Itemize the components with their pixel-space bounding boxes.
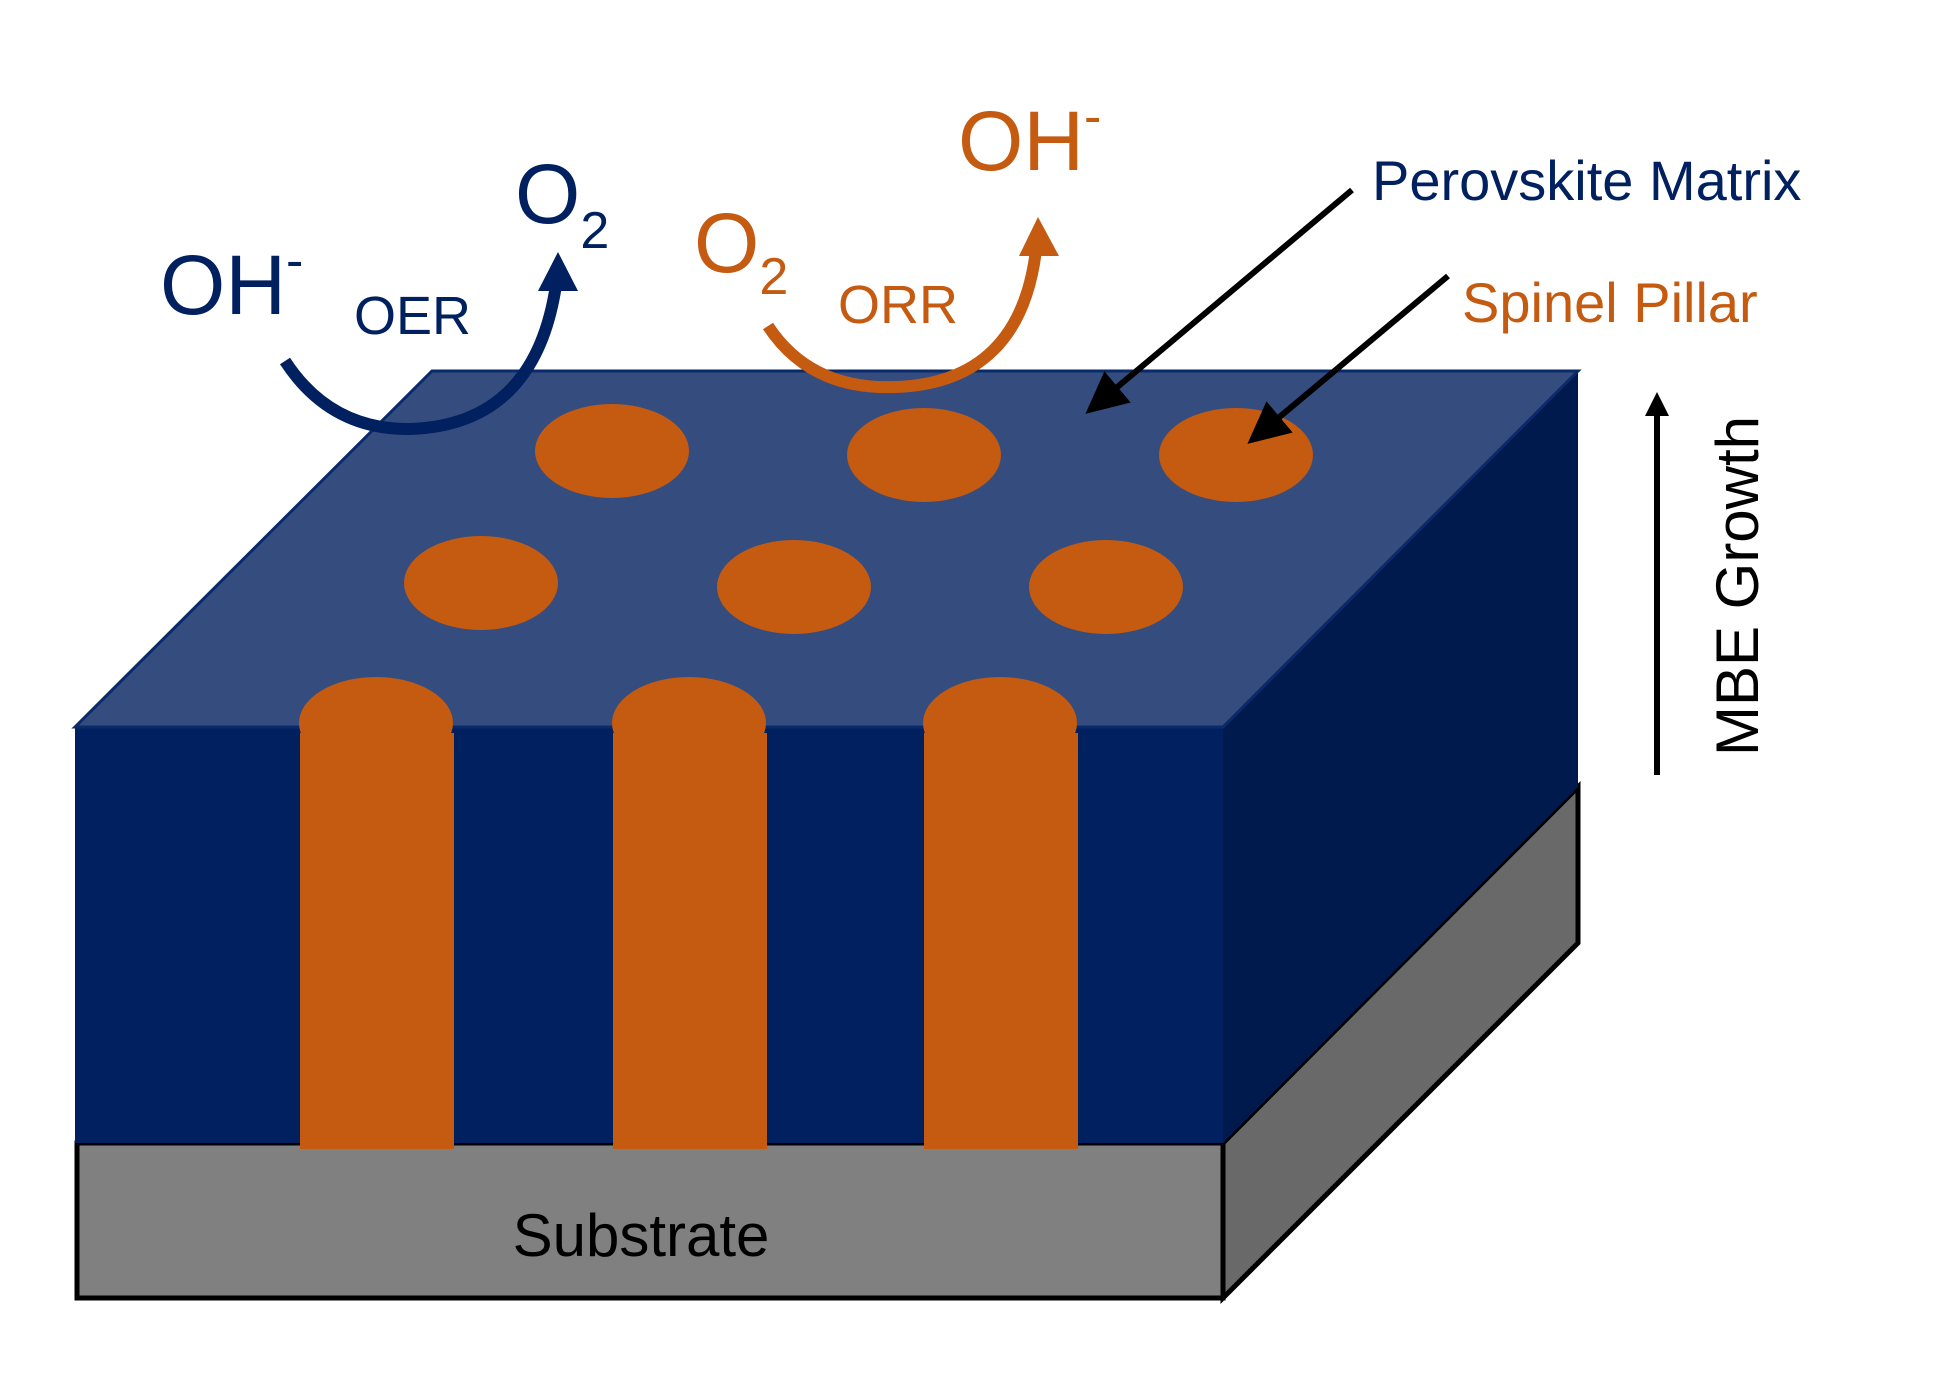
orr-arrow-head	[1019, 217, 1059, 256]
oer-process-label: OER	[354, 286, 471, 346]
front-pillar-1	[300, 733, 454, 1149]
orr-reactant: O2	[694, 196, 788, 306]
front-pillar-cap-1	[299, 677, 453, 769]
substrate: Substrate	[74, 780, 1581, 1305]
oer-arc-arrow	[279, 284, 562, 436]
front-pillar-cap-3	[923, 677, 1077, 769]
pillar-top-1	[535, 404, 689, 498]
growth-arrow-head	[1645, 392, 1669, 416]
orr-arc-arrow	[762, 249, 1042, 394]
substrate-front-face	[74, 1140, 1226, 1301]
perovskite-leader-arrow	[1085, 187, 1354, 414]
spinel-leader-arrow	[1247, 273, 1450, 444]
orr-process-label: ORR	[838, 275, 958, 335]
pillar-top-3	[1159, 408, 1313, 502]
pillar-top-5	[717, 540, 871, 634]
oer-product: O2	[515, 147, 609, 260]
mbe-growth-label: MBE Growth	[1704, 416, 1771, 756]
mbe-growth-indicator: MBE Growth	[1645, 392, 1771, 775]
pillar-top-6	[1029, 540, 1183, 634]
oer-reactant: OH-	[160, 232, 303, 332]
orr-product: OH-	[958, 88, 1101, 188]
front-pillars	[299, 677, 1078, 1149]
front-pillar-2	[613, 733, 767, 1149]
pillar-top-2	[847, 408, 1001, 502]
matrix-side-face	[1223, 372, 1578, 1143]
spinel-pillar-label: Spinel Pillar	[1462, 271, 1758, 334]
front-pillar-3	[924, 733, 1078, 1149]
pillar-top-4	[404, 536, 558, 630]
oer-arrow-head	[538, 252, 578, 291]
front-pillar-cap-2	[612, 677, 766, 769]
perovskite-matrix-label: Perovskite Matrix	[1372, 149, 1801, 212]
callouts: Perovskite Matrix Spinel Pillar	[1085, 149, 1801, 444]
oer-reaction: OH- OER O2	[160, 147, 609, 436]
substrate-label: Substrate	[513, 1202, 770, 1269]
orr-reaction: O2 ORR OH-	[694, 88, 1101, 394]
